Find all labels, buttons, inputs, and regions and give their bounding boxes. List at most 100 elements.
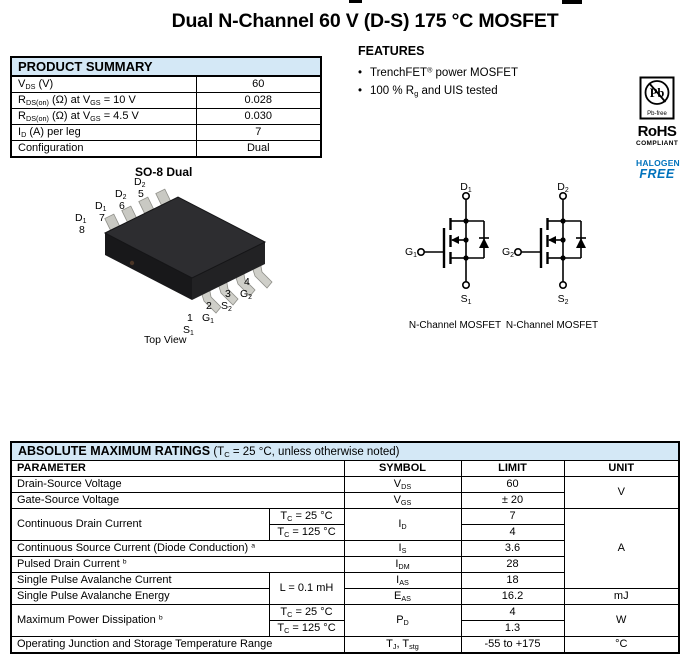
mosfet2-caption: N-Channel MOSFET: [505, 320, 599, 331]
pin1-number: 1: [187, 312, 193, 324]
amr-limit-tj: -55 to +175: [460, 636, 565, 654]
pin3-name: S2: [221, 300, 232, 313]
amr-header-symbol: SYMBOL: [343, 460, 462, 477]
ps-value-id: 7: [195, 124, 322, 141]
gate1-label: G1: [405, 246, 418, 259]
pin5-number: 5: [138, 188, 144, 200]
amr-param-ias: Single Pulse Avalanche Current: [10, 572, 270, 589]
amr-title: ABSOLUTE MAXIMUM RATINGS (TC = 25 °C, un…: [10, 441, 680, 461]
pin7-number: 7: [99, 212, 105, 224]
amr-limit-idm: 28: [460, 556, 565, 573]
amr-param-idm: Pulsed Drain Current b: [10, 556, 345, 573]
compliance-badges: Pb Pb-free RoHS COMPLIANT HALOGEN FREE: [636, 76, 680, 181]
scan-artifact: [562, 0, 582, 4]
halogen-label: HALOGEN: [636, 157, 680, 168]
pin7-name: D1: [95, 200, 107, 213]
page-title: Dual N-Channel 60 V (D-S) 175 °C MOSFET: [171, 10, 559, 32]
package-figure: SO-8 Dual D2 5 D2 6: [60, 165, 305, 365]
absolute-maximum-ratings-table: ABSOLUTE MAXIMUM RATINGS (TC = 25 °C, un…: [10, 441, 680, 654]
package-body-top: [103, 196, 267, 279]
scan-artifact: [349, 0, 362, 3]
amr-cond-pd-125: TC = 125 °C: [268, 620, 345, 637]
halogen-free-label: FREE: [639, 167, 675, 181]
amr-param-tj: Operating Junction and Storage Temperatu…: [10, 636, 345, 654]
amr-header-parameter: PARAMETER: [10, 460, 345, 477]
amr-param-eas: Single Pulse Avalanche Energy: [10, 588, 270, 605]
amr-unit-c: °C: [563, 636, 680, 654]
amr-cond-l: L = 0.1 mH: [268, 572, 345, 605]
amr-symbol-vgs: VGS: [343, 492, 462, 509]
nchannel-mosfet-schematic-icon: [514, 192, 586, 290]
ps-value-rds10: 0.028: [195, 92, 322, 109]
amr-unit-a: A: [563, 508, 680, 589]
source1-label: S1: [460, 293, 472, 306]
package-title: SO-8 Dual: [135, 165, 193, 179]
amr-param-vgs: Gate-Source Voltage: [10, 492, 345, 509]
product-summary-table: PRODUCT SUMMARY VDS (V) 60 RDS(on) (Ω) a…: [10, 56, 323, 158]
amr-limit-vds: 60: [460, 476, 565, 493]
package-body-side: [192, 242, 265, 300]
amr-limit-id-125: 4: [460, 524, 565, 541]
amr-limit-vgs: ± 20: [460, 492, 565, 509]
pin8-name: D1: [75, 212, 87, 225]
amr-cond-id-25: TC = 25 °C: [268, 508, 345, 525]
drain1-label: D1: [460, 181, 472, 194]
drain2-label: D2: [557, 181, 569, 194]
amr-symbol-id: ID: [343, 508, 462, 541]
pin6-number: 6: [119, 200, 125, 212]
amr-header-limit: LIMIT: [460, 460, 565, 477]
so8-package-photo: [103, 188, 273, 314]
pin2-number: 2: [206, 300, 212, 312]
features-section: FEATURES •TrenchFET® power MOSFET •100 %…: [358, 44, 618, 100]
amr-cond-pd-25: TC = 25 °C: [268, 604, 345, 621]
amr-limit-ias: 18: [460, 572, 565, 589]
amr-symbol-is: IS: [343, 540, 462, 557]
ps-param-rds10: RDS(on) (Ω) at VGS = 10 V: [10, 92, 197, 109]
amr-header-unit: UNIT: [563, 460, 680, 477]
amr-symbol-tj: TJ, Tstg: [343, 636, 462, 654]
ps-param-id: ID (A) per leg: [10, 124, 197, 141]
amr-symbol-vds: VDS: [343, 476, 462, 493]
amr-unit-w: W: [563, 604, 680, 637]
bullet-icon: •: [358, 84, 363, 97]
mosfet1-caption: N-Channel MOSFET: [408, 320, 502, 331]
amr-symbol-eas: EAS: [343, 588, 462, 605]
feature-item-uis: •100 % Rg and UIS tested: [358, 83, 618, 101]
pin6-name: D2: [115, 188, 127, 201]
amr-param-pd: Maximum Power Dissipation b: [10, 604, 270, 637]
ps-param-rds45: RDS(on) (Ω) at VGS = 4.5 V: [10, 108, 197, 125]
amr-param-vds: Drain-Source Voltage: [10, 476, 345, 493]
package-body-side: [105, 233, 192, 300]
ps-param-config: Configuration: [10, 140, 197, 158]
pin5-name: D2: [134, 176, 146, 189]
amr-unit-mj: mJ: [563, 588, 680, 605]
pin1-name: S1: [183, 324, 194, 337]
nchannel-mosfet-schematic-icon: [417, 192, 489, 290]
rohs-label: RoHS: [637, 123, 677, 140]
amr-limit-pd-125: 1.3: [460, 620, 565, 637]
pin4-name: G2: [240, 288, 253, 301]
ps-value-vds: 60: [195, 75, 322, 93]
pin8-number: 8: [79, 224, 85, 236]
ps-value-rds45: 0.030: [195, 108, 322, 125]
amr-limit-is: 3.6: [460, 540, 565, 557]
features-heading: FEATURES: [358, 44, 425, 58]
mosfet-symbol-2: D2 G2: [502, 181, 602, 341]
pin1-indicator-dot: [129, 260, 135, 266]
compliant-label: COMPLIANT: [636, 140, 679, 147]
amr-param-is: Continuous Source Current (Diode Conduct…: [10, 540, 345, 557]
amr-symbol-pd: PD: [343, 604, 462, 637]
source2-label: S2: [557, 293, 569, 306]
gate2-label: G2: [502, 246, 515, 259]
amr-limit-id-25: 7: [460, 508, 565, 525]
ps-value-config: Dual: [195, 140, 322, 158]
svg-text:Pb-free: Pb-free: [647, 111, 667, 117]
product-summary-header: PRODUCT SUMMARY: [10, 56, 322, 77]
ps-param-vds: VDS (V): [10, 75, 197, 93]
amr-limit-pd-25: 4: [460, 604, 565, 621]
pin4-number: 4: [244, 276, 250, 288]
amr-symbol-ias: IAS: [343, 572, 462, 589]
mosfet-symbol-1: D1 G1: [405, 181, 505, 341]
pin2-name: G1: [202, 312, 215, 325]
